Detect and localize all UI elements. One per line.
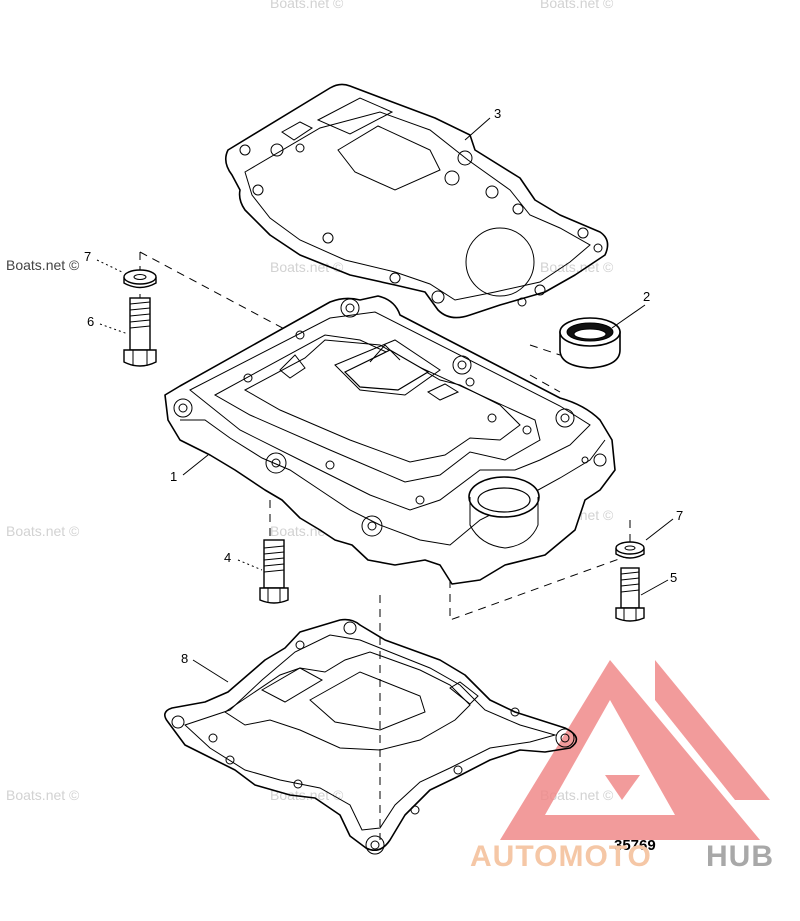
callout-seal: 2 (643, 289, 650, 304)
watermark-text: Boats.net © (6, 257, 80, 273)
callout-leaders (96, 117, 674, 683)
logo-text-hub: HUB (706, 840, 774, 873)
bolt-bottom (259, 539, 289, 604)
callout-bolt-bottom: 4 (224, 550, 231, 565)
bolt-right (615, 567, 645, 622)
callout-adapter-plate: 1 (170, 469, 177, 484)
oil-seal (559, 317, 621, 369)
callout-gasket-top: 3 (494, 106, 501, 121)
watermark-text: Boats.net © (540, 0, 614, 11)
automotohub-logo-mark (500, 660, 770, 840)
callout-bolt-right: 5 (670, 570, 677, 585)
washer-right (615, 541, 645, 559)
logo-text-automoto: AUTOMOTO (470, 840, 652, 873)
callout-gasket-bottom: 8 (181, 651, 188, 666)
watermark-text: Boats.net © (270, 0, 344, 11)
drawing-number: 35769 (614, 837, 656, 854)
watermark-text: Boats.net © (270, 259, 344, 275)
callout-bolt-left: 6 (87, 314, 94, 329)
watermark-text: Boats.net © (540, 259, 614, 275)
callout-washer-left: 7 (84, 249, 91, 264)
callout-labels: 3 2 7 6 1 4 7 5 8 (84, 106, 683, 666)
automotohub-logo-text: AUTOMOTO HUB (470, 840, 774, 873)
washer-left (123, 269, 157, 289)
watermark-text: Boats.net © (6, 523, 80, 539)
bolt-left (123, 297, 157, 367)
bottom-gasket (164, 618, 578, 855)
callout-washer-right: 7 (676, 508, 683, 523)
watermark-text: Boats.net © (6, 787, 80, 803)
top-gasket (224, 83, 609, 319)
adapter-plate (164, 295, 616, 585)
